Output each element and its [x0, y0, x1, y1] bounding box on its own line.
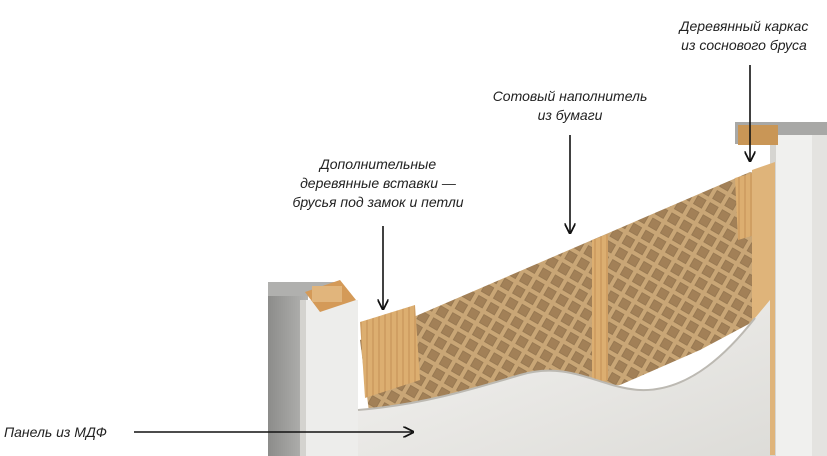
label-wooden-frame-line1: Деревянный каркас	[679, 18, 809, 34]
label-wood-inserts-line1: Дополнительные	[319, 156, 437, 172]
label-honeycomb-filler: Сотовый наполнитель из бумаги	[472, 87, 668, 125]
label-wood-inserts: Дополнительные деревянные вставки — брус…	[280, 155, 476, 212]
wood-center-strip	[592, 234, 608, 384]
honeycomb-filler	[360, 172, 760, 420]
label-mdf-panel-line1: Панель из МДФ	[4, 424, 107, 440]
mdf-panel	[358, 300, 770, 456]
label-wood-inserts-line2: деревянные вставки —	[300, 175, 456, 191]
label-wood-inserts-line3: брусья под замок и петли	[292, 194, 464, 210]
left-door-frame	[268, 282, 358, 456]
label-mdf-panel: Панель из МДФ	[4, 423, 134, 442]
label-honeycomb-filler-line2: из бумаги	[537, 107, 603, 123]
label-wooden-frame: Деревянный каркас из соснового бруса	[664, 17, 824, 55]
label-wooden-frame-line2: из соснового бруса	[681, 37, 807, 53]
left-wood-insert	[305, 280, 420, 398]
label-honeycomb-filler-line1: Сотовый наполнитель	[492, 88, 648, 104]
